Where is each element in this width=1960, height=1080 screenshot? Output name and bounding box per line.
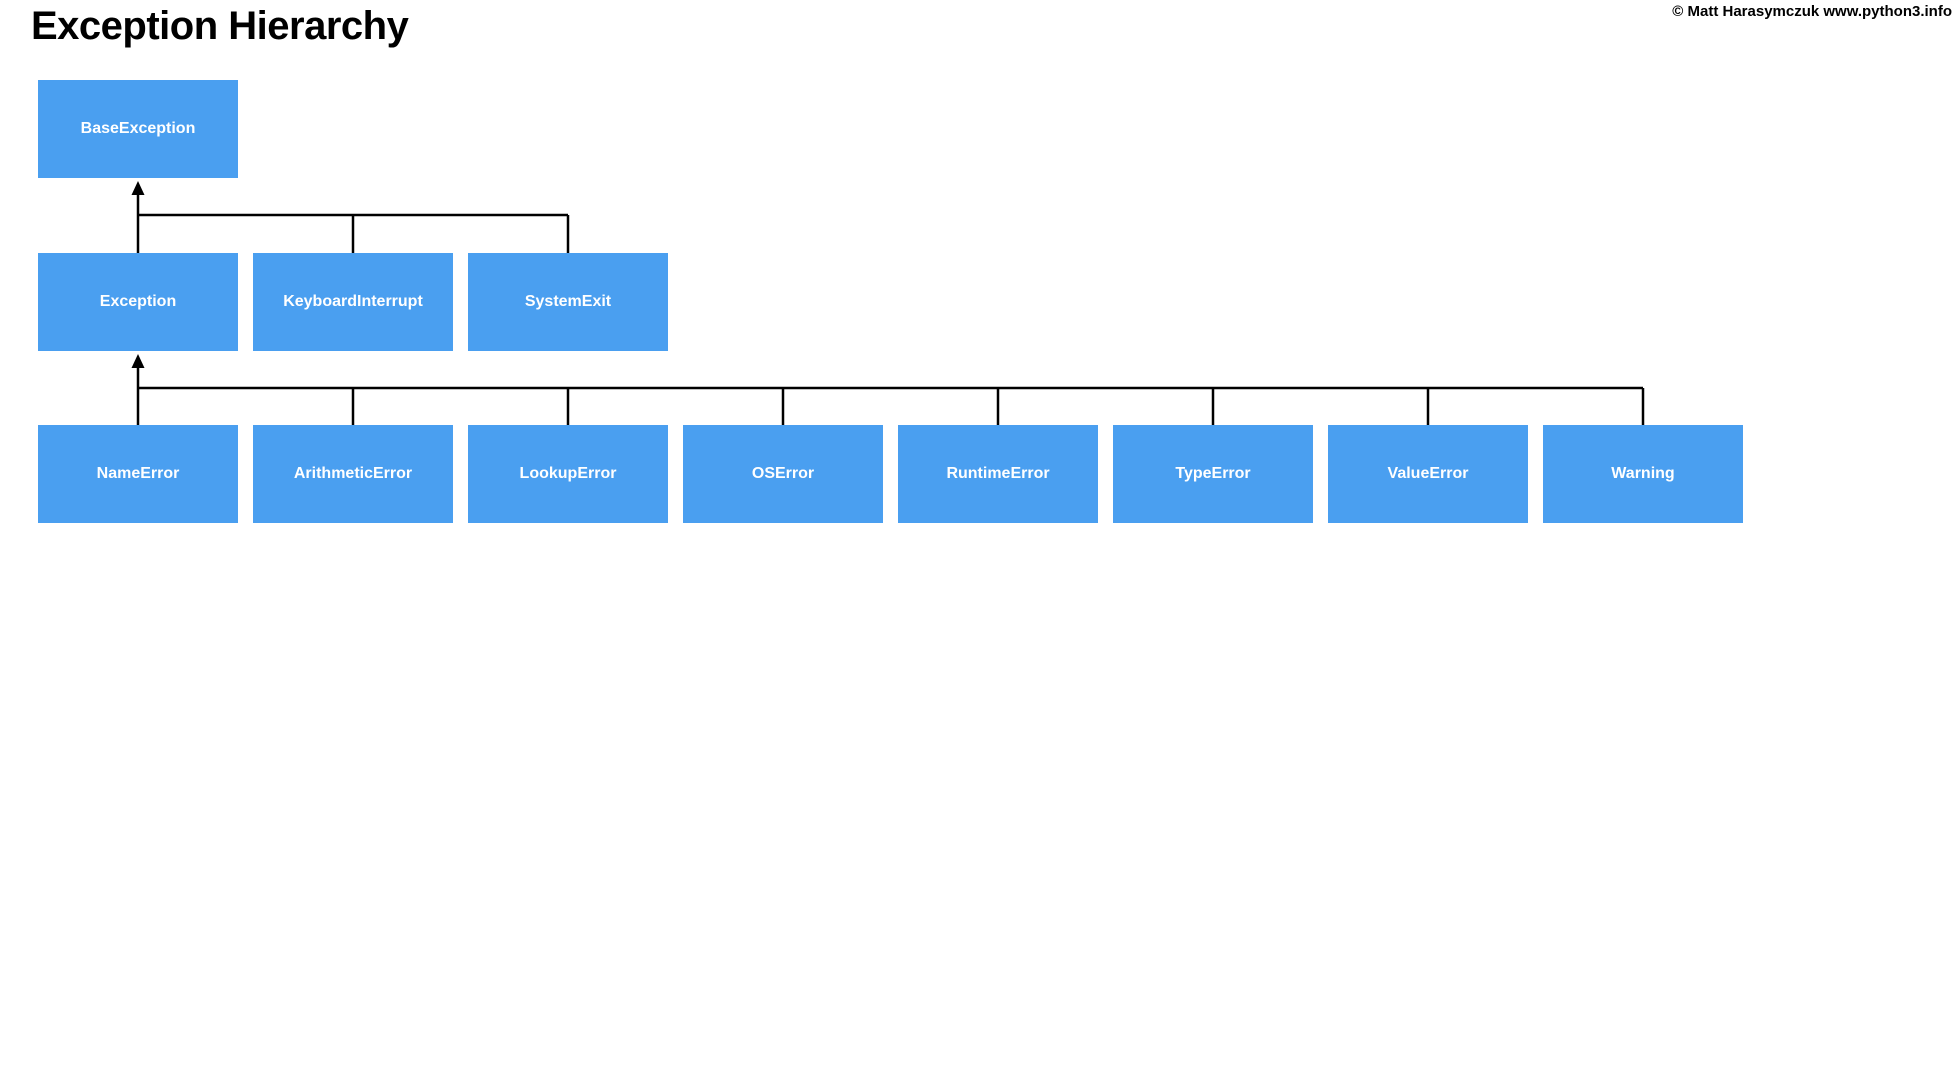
node-typeerror: TypeError: [1113, 425, 1313, 523]
node-runtimeerror: RuntimeError: [898, 425, 1098, 523]
node-valueerror: ValueError: [1328, 425, 1528, 523]
node-arithmeticerror: ArithmeticError: [253, 425, 453, 523]
node-label: ArithmeticError: [293, 465, 413, 482]
page-title: Exception Hierarchy: [31, 4, 409, 48]
node-label: ValueError: [1387, 465, 1469, 482]
node-keyboardinterrupt: KeyboardInterrupt: [253, 253, 453, 351]
node-label: OSError: [751, 465, 815, 482]
arrow-up-icon: [131, 181, 145, 195]
node-warning: Warning: [1543, 425, 1743, 523]
node-label: KeyboardInterrupt: [283, 293, 423, 310]
node-systemexit: SystemExit: [468, 253, 668, 351]
node-label: RuntimeError: [946, 465, 1050, 482]
node-label: SystemExit: [524, 293, 612, 310]
node-baseexception: BaseException: [38, 80, 238, 178]
node-label: Exception: [99, 293, 177, 310]
node-label: BaseException: [80, 120, 196, 137]
node-oserror: OSError: [683, 425, 883, 523]
node-exception: Exception: [38, 253, 238, 351]
node-lookuperror: LookupError: [468, 425, 668, 523]
node-nameerror: NameError: [38, 425, 238, 523]
arrow-up-icon: [131, 354, 145, 368]
node-label: LookupError: [519, 465, 617, 482]
node-label: Warning: [1611, 465, 1675, 482]
node-label: TypeError: [1175, 465, 1251, 482]
attribution: © Matt Harasymczuk www.python3.info: [1672, 3, 1952, 20]
node-label: NameError: [96, 465, 180, 482]
